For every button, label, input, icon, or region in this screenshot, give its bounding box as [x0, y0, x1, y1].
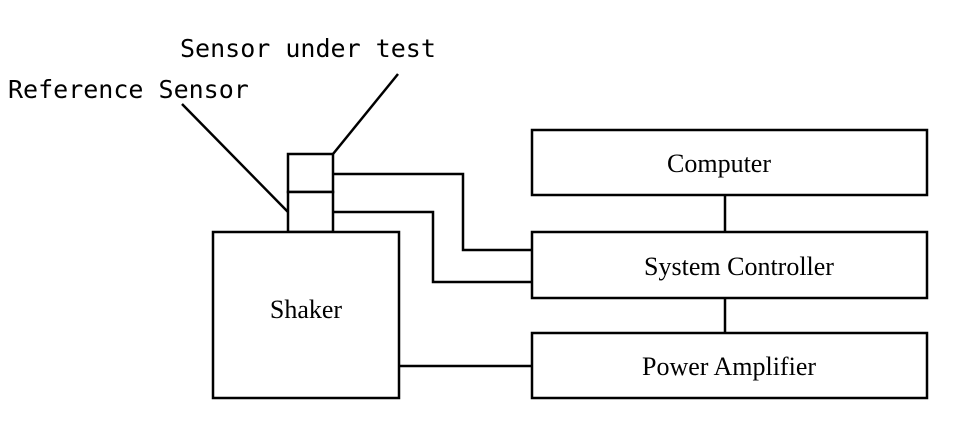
shaker-block — [211, 230, 401, 400]
system-controller-block — [530, 230, 929, 300]
sensor-under-test-label: Sensor under test — [180, 34, 436, 63]
reference-sensor-block — [286, 190, 335, 234]
computer-block — [530, 128, 929, 197]
reference-sensor-leader-line — [181, 103, 289, 213]
power-amplifier-block — [530, 331, 929, 400]
reference-sensor-label: Reference Sensor — [8, 75, 249, 104]
reference-sensor-signal-line — [333, 210, 532, 284]
sensor-under-test-block — [286, 152, 335, 194]
power-amplifier-label: Power Amplifier — [642, 352, 816, 381]
sensor-under-test-leader-line — [332, 73, 399, 155]
system-controller-label: System Controller — [644, 252, 834, 281]
computer-label: Computer — [667, 149, 771, 178]
sensor-under-test-signal-line — [333, 172, 532, 252]
shaker-label: Shaker — [270, 295, 343, 324]
